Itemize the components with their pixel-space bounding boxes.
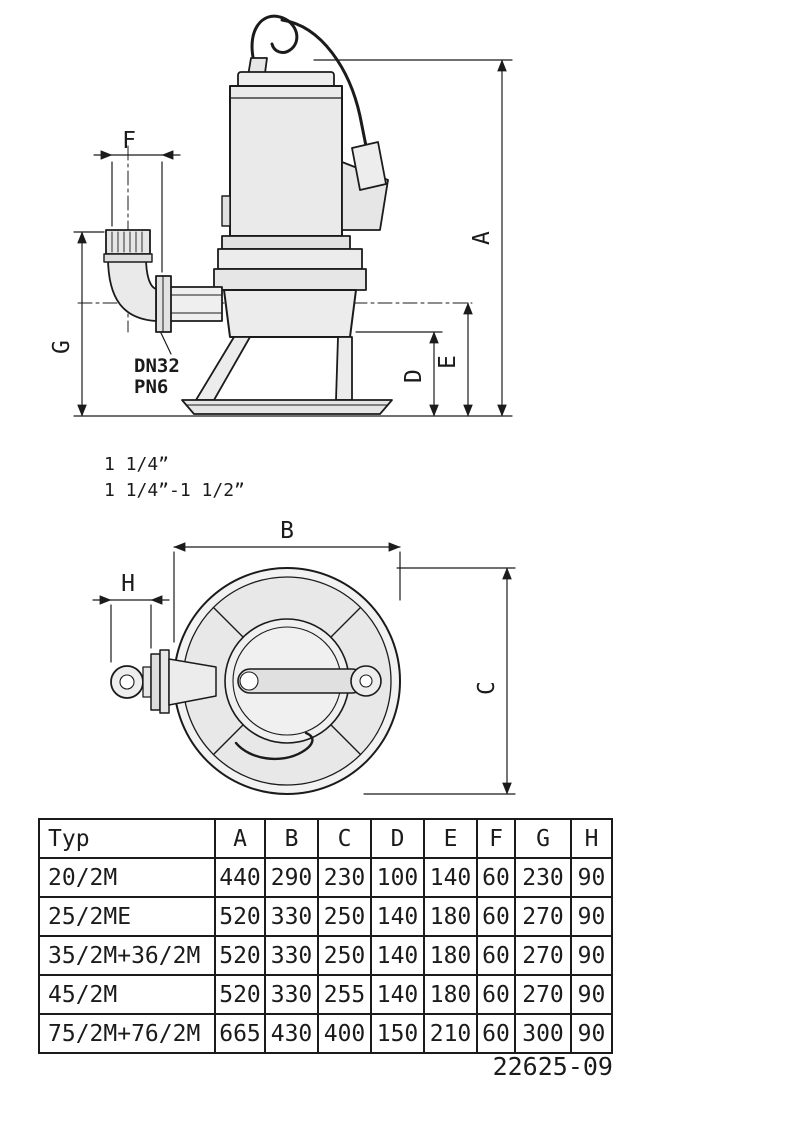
dim-label-b: B [280,518,294,544]
motor-side-tab [221,195,231,227]
cable-top-view [234,731,314,760]
cell: 440 [214,857,266,898]
cell: 90 [570,974,613,1015]
header-cell-typ: Typ [38,818,216,859]
cell: 180 [423,935,478,976]
dim-label-c: C [474,681,500,695]
drawing-number: 22625-09 [492,1052,613,1081]
cell: 60 [476,1013,516,1054]
cell: 90 [570,857,613,898]
side-view-dimensions [73,59,513,417]
cell: 180 [423,896,478,937]
cell: 60 [476,935,516,976]
cell: 60 [476,974,516,1015]
discharge-pipe [169,286,223,322]
cell-typ: 25/2ME [38,896,216,937]
table-row: 35/2M+36/2M 520 330 250 140 180 60 270 9… [38,935,613,976]
cell: 140 [370,935,425,976]
port-neck [168,658,217,706]
cell: 180 [423,974,478,1015]
cell: 230 [317,857,372,898]
leg-right [335,336,353,401]
dim-label-e: E [435,355,461,369]
table-row: 45/2M 520 330 255 140 180 60 270 90 [38,974,613,1015]
header-cell-a: A [214,818,266,859]
cell: 230 [514,857,572,898]
pump-side-view [77,14,473,415]
dim-label-a: A [469,231,495,245]
dim-label-h: H [121,571,135,597]
mid-flange [221,235,351,250]
cell: 140 [370,974,425,1015]
flange-note-line2: PN6 [134,376,168,398]
cell: 270 [514,896,572,937]
cell: 140 [370,896,425,937]
cell-typ: 35/2M+36/2M [38,935,216,976]
cable-hook [250,14,368,148]
cell: 90 [570,1013,613,1054]
casing-band-lower [213,268,367,291]
dim-label-g: G [49,340,75,354]
header-cell-g: G [514,818,572,859]
flange-note-line1: DN32 [134,355,180,377]
port-flange-plate-2 [159,649,170,714]
header-cell-h: H [570,818,613,859]
header-cell-e: E [423,818,478,859]
cell: 330 [264,974,319,1015]
cell: 210 [423,1013,478,1054]
cell: 520 [214,974,266,1015]
cable-gland [351,141,387,191]
pump-top-view [110,567,401,795]
header-cell-b: B [264,818,319,859]
cell: 150 [370,1013,425,1054]
cell: 665 [214,1013,266,1054]
port-flange-plate-1 [150,653,161,711]
cell: 300 [514,1013,572,1054]
casing-spokes [212,606,362,756]
cell-typ: 75/2M+76/2M [38,1013,216,1054]
cell: 330 [264,935,319,976]
cell: 430 [264,1013,319,1054]
dim-label-d: D [401,369,427,383]
discharge-elbow [107,256,157,322]
cell: 255 [317,974,372,1015]
flange-leader [160,332,172,355]
cell-typ: 45/2M [38,974,216,1015]
thread-note-line1: 1 1/4” [104,454,169,475]
cell: 60 [476,896,516,937]
leg-left [195,336,251,401]
volute-body [223,289,357,338]
casing-band-upper [217,248,363,270]
cell: 140 [423,857,478,898]
thread-note-line2: 1 1/4”-1 1/2” [104,480,245,501]
top-view-dimensions [92,542,516,795]
base-plate [181,399,393,415]
cell: 400 [317,1013,372,1054]
header-cell-d: D [370,818,425,859]
header-cell-f: F [476,818,516,859]
cell: 270 [514,974,572,1015]
table-header-row: Typ A B C D E F G H [38,818,613,859]
cell: 330 [264,896,319,937]
cell-typ: 20/2M [38,857,216,898]
cell: 520 [214,896,266,937]
cell: 60 [476,857,516,898]
cell: 90 [570,896,613,937]
pump-technical-drawing: F A G D E DN32 PN6 1 1/4” 1 1/4”-1 1/2” [49,14,516,795]
dimension-table: Typ A B C D E F G H 20/2M 440 290 230 10… [38,818,613,1054]
cell: 100 [370,857,425,898]
table-row: 20/2M 440 290 230 100 140 60 230 90 [38,857,613,898]
cell: 520 [214,935,266,976]
cell: 250 [317,896,372,937]
header-cell-c: C [317,818,372,859]
cell: 290 [264,857,319,898]
cell: 270 [514,935,572,976]
dim-label-f: F [122,128,136,154]
cell: 90 [570,935,613,976]
table-row: 25/2ME 520 330 250 140 180 60 270 90 [38,896,613,937]
threaded-connector [103,229,153,263]
table-row: 75/2M+76/2M 665 430 400 150 210 60 300 9… [38,1013,613,1054]
motor-body [229,85,343,237]
cell: 250 [317,935,372,976]
